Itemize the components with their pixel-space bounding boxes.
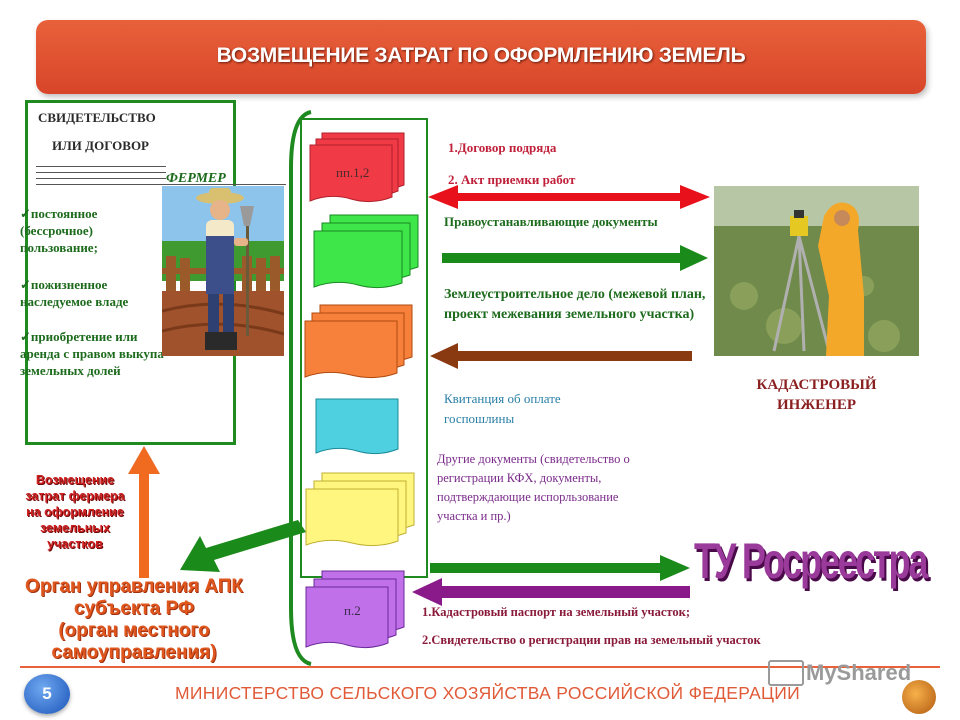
document-stack xyxy=(304,132,419,649)
right-lifetime-line2: наследуемое владе xyxy=(20,294,129,309)
sign-line-4 xyxy=(36,184,286,185)
compensation-line2: затрат фермера xyxy=(25,489,125,503)
title-docs-text: Правоустанавливающие документы xyxy=(444,214,658,229)
doc-yellow xyxy=(305,472,415,547)
registration-certificate-text: 2.Свидетельство о регистрации прав на зе… xyxy=(422,633,761,647)
compensation-line5: участков xyxy=(47,537,103,551)
right-purchase-line2: аренда с правом выкупа xyxy=(20,346,164,361)
right-permanent-line1: постоянное xyxy=(30,206,98,221)
compensation-line4: земельных xyxy=(40,521,110,535)
doc-red xyxy=(309,132,405,203)
farmer-label: ФЕРМЕР xyxy=(166,171,226,186)
watermark-text: MyShared xyxy=(806,660,912,685)
right-lifetime: ✓пожизненное наследуемое владе xyxy=(20,276,180,310)
sign-line-1 xyxy=(36,166,166,167)
contract-arrow xyxy=(428,185,710,209)
agency-line1: Орган управления АПК xyxy=(25,576,243,597)
ministry-footer: МИНИСТЕРСТВО СЕЛЬСКОГО ХОЗЯЙСТВА РОССИЙС… xyxy=(175,683,801,703)
right-purchase-line3: земельных долей xyxy=(20,363,121,378)
engineer-image xyxy=(714,186,919,356)
engineer-label: КАДАСТРОВЫЙ ИНЖЕНЕР xyxy=(714,375,919,415)
slide-number-badge: 5 xyxy=(24,674,70,714)
agency-line4: самоуправления) xyxy=(51,642,217,663)
compensation-line3: на оформление xyxy=(26,505,124,519)
engineer-label-line1: КАДАСТРОВЫЙ xyxy=(756,377,877,393)
from-rosreestr-arrow xyxy=(412,578,690,606)
sign-line-3 xyxy=(36,178,166,179)
doc-green xyxy=(313,214,419,289)
check-icon: ✓ xyxy=(20,329,31,344)
right-permanent-use: ✓постоянное (бессрочное) пользование; xyxy=(20,205,180,256)
compensation-text: Возмещение затрат фермера на оформление … xyxy=(14,472,136,552)
watermark-icon xyxy=(768,660,804,686)
acceptance-text: 2. Акт приемки работ xyxy=(448,172,576,187)
engineer-label-line2: ИНЖЕНЕР xyxy=(776,397,856,413)
agency-line3: (орган местного xyxy=(58,620,210,641)
receipt-text: Квитанция об оплате госпошлины xyxy=(444,391,561,426)
land-case-arrow xyxy=(430,343,692,369)
sign-line-2 xyxy=(36,172,166,173)
right-permanent-line3: пользование; xyxy=(20,240,98,255)
right-permanent-line2: (бессрочное) xyxy=(20,223,93,238)
check-icon: ✓ xyxy=(20,206,31,221)
farmer-document-box-top xyxy=(25,100,234,103)
page-title: ВОЗМЕЩЕНИЕ ЗАТРАТ ПО ОФОРМЛЕНИЮ ЗЕМЕЛЬ xyxy=(216,44,746,67)
doc-orange xyxy=(304,304,413,379)
ministry-emblem-icon xyxy=(902,680,936,714)
farmer-image xyxy=(162,186,284,356)
doc-violet xyxy=(305,570,405,649)
title-docs-arrow xyxy=(442,245,708,271)
stack-bottom-label: п.2 xyxy=(344,603,361,618)
compensation-arrow xyxy=(128,446,160,578)
agency-label: Орган управления АПК субъекта РФ (орган … xyxy=(0,576,268,664)
contract-label: ИЛИ ДОГОВОР xyxy=(52,138,149,153)
land-case-text: Землеустроительное дело (межевой план, п… xyxy=(444,287,706,322)
rosreestr-label: ТУ Росреестра xyxy=(694,533,928,589)
right-purchase-line1: приобретение или xyxy=(30,329,138,344)
footer-divider xyxy=(20,666,940,668)
contract-text: 1.Договор подряда xyxy=(448,140,557,155)
to-rosreestr-arrow xyxy=(430,555,690,581)
right-purchase: ✓приобретение или аренда с правом выкупа… xyxy=(20,328,230,379)
cadastral-passport-text: 1.Кадастровый паспорт на земельный участ… xyxy=(422,605,690,619)
stack-top-label: пп.1,2 xyxy=(336,165,370,180)
compensation-line1: Возмещение xyxy=(35,473,115,487)
check-icon: ✓ xyxy=(20,277,31,292)
agency-line2: субъекта РФ xyxy=(73,598,195,619)
to-agency-arrow xyxy=(180,520,306,572)
other-docs-text: Другие документы (свидетельство о регист… xyxy=(437,452,630,523)
doc-cyan xyxy=(315,398,399,455)
title-banner: ВОЗМЕЩЕНИЕ ЗАТРАТ ПО ОФОРМЛЕНИЮ ЗЕМЕЛЬ xyxy=(36,20,926,94)
certificate-label: СВИДЕТЕЛЬСТВО xyxy=(38,110,156,125)
right-lifetime-line1: пожизненное xyxy=(30,277,108,292)
